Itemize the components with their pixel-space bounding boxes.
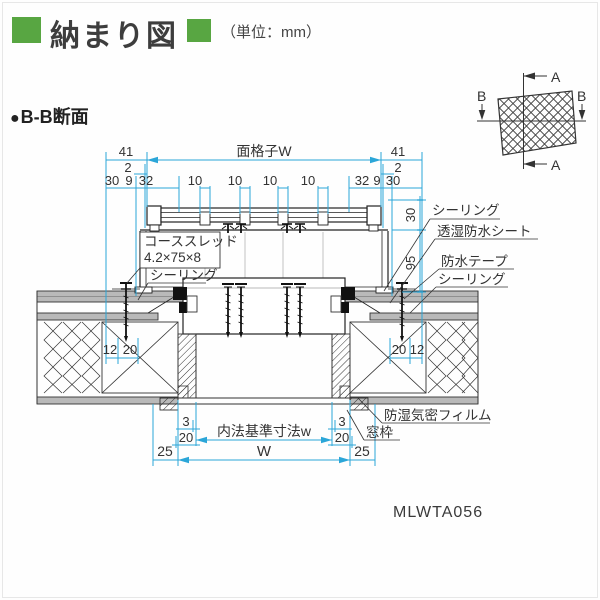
dim-12-right: 12 bbox=[410, 342, 424, 357]
dim-25-right: 25 bbox=[354, 443, 370, 459]
grille-bracket-tab bbox=[277, 211, 289, 226]
bullet-icon: ● bbox=[10, 110, 20, 127]
leader-line bbox=[357, 397, 383, 424]
dim-9: 9 bbox=[373, 173, 380, 188]
unit-note: （単位：mm） bbox=[221, 24, 321, 41]
label-window-frame: 窓枠 bbox=[366, 424, 393, 440]
leader-line bbox=[409, 286, 437, 314]
dim-w: W bbox=[257, 443, 272, 460]
dim-10: 10 bbox=[263, 173, 277, 188]
section-key-diagram: A A B B bbox=[477, 69, 586, 173]
dim-20b-left: 20 bbox=[179, 430, 193, 445]
dim-3-left: 3 bbox=[182, 414, 189, 429]
grille-rail bbox=[146, 205, 382, 232]
seal-block bbox=[173, 287, 187, 300]
dim-30: 30 bbox=[386, 173, 400, 188]
label-thread-size: 4.2×75×8 bbox=[144, 250, 201, 265]
head-bracket bbox=[330, 295, 342, 313]
label-sealing-left: シーリング bbox=[150, 268, 218, 283]
seal-block bbox=[179, 302, 187, 313]
label-waterproof-tape: 防水テープ bbox=[441, 254, 508, 269]
dim-30-vertical: 30 bbox=[403, 208, 418, 222]
dim-9: 9 bbox=[125, 173, 132, 188]
dim-32: 32 bbox=[355, 173, 369, 188]
arrow-down-icon bbox=[578, 110, 586, 120]
dim-12-left: 12 bbox=[103, 342, 117, 357]
section-a-label: A bbox=[551, 157, 561, 173]
dim-2-left: 2 bbox=[124, 160, 131, 175]
grille-lattice-icon bbox=[497, 90, 577, 156]
page-title: 納まり図 bbox=[50, 20, 178, 53]
annotation-right: シーリング 透湿防水シート 防水テープ シーリング bbox=[383, 203, 538, 314]
grille-bracket-tab bbox=[239, 211, 251, 226]
leader-line bbox=[389, 238, 436, 304]
grille-bracket-tab bbox=[317, 211, 329, 226]
leader-line bbox=[383, 218, 431, 292]
wall-section-left bbox=[36, 290, 184, 405]
leader-line bbox=[137, 282, 149, 301]
dim-25-left: 25 bbox=[157, 443, 173, 459]
green-square-icon bbox=[12, 17, 41, 43]
dim-grille-width: 面格子W bbox=[236, 143, 292, 159]
seal-block bbox=[341, 287, 355, 300]
dim-41-left: 41 bbox=[119, 144, 133, 159]
wall-section-right bbox=[344, 290, 479, 405]
dimension-arrows bbox=[147, 156, 381, 464]
insulation-right bbox=[427, 321, 479, 394]
dimension-lines bbox=[105, 152, 426, 466]
leader-line bbox=[346, 409, 365, 441]
section-b-label: B bbox=[577, 88, 586, 104]
section-title: ●B-B断面 bbox=[10, 103, 89, 129]
dim-10: 10 bbox=[228, 173, 242, 188]
grille-bracket-tab bbox=[199, 211, 211, 226]
label-coarse-thread: コーススレッド bbox=[144, 234, 238, 249]
leader-line bbox=[403, 268, 440, 300]
dim-inner-width: 内法基準寸法w bbox=[217, 423, 312, 439]
leader-line bbox=[126, 267, 141, 284]
window-head-box bbox=[173, 277, 355, 398]
head-bracket bbox=[186, 295, 198, 313]
section-title-text: B-B断面 bbox=[20, 107, 89, 127]
section-b-label: B bbox=[477, 88, 486, 104]
dim-10: 10 bbox=[301, 173, 315, 188]
annotation-left: コーススレッド 4.2×75×8 シーリング bbox=[126, 231, 238, 301]
dim-10: 10 bbox=[188, 173, 202, 188]
dim-2-right: 2 bbox=[394, 160, 401, 175]
dimension-texts: 41 面格子W 41 2 2 30 9 32 10 10 10 10 32 9 … bbox=[103, 143, 424, 460]
label-vapor-film: 防湿気密フィルム bbox=[384, 407, 491, 423]
drawing-code: MLWTA056 bbox=[393, 504, 484, 521]
dim-41-right: 41 bbox=[391, 144, 405, 159]
dim-20-left: 20 bbox=[123, 342, 137, 357]
dim-30: 30 bbox=[105, 173, 119, 188]
label-sealing-right: シーリング bbox=[438, 272, 506, 287]
dim-32: 32 bbox=[139, 173, 153, 188]
coarse-thread-screw-left bbox=[120, 282, 132, 342]
mounting-screws bbox=[222, 283, 306, 338]
dim-3-right: 3 bbox=[338, 414, 345, 429]
rail-bolts bbox=[221, 223, 307, 233]
seal-block bbox=[341, 302, 349, 313]
arrow-left-icon bbox=[523, 72, 535, 80]
dim-95-vertical: 95 bbox=[403, 256, 418, 270]
insulation-left bbox=[43, 321, 101, 394]
dim-20b-right: 20 bbox=[335, 430, 349, 445]
arrow-left-icon bbox=[523, 160, 535, 168]
arrow-down-icon bbox=[478, 110, 486, 120]
annotation-bottom-right: 防湿気密フィルム 窓枠 bbox=[346, 397, 491, 441]
label-breathable-sheet: 透湿防水シート bbox=[437, 224, 532, 239]
dim-20-right: 20 bbox=[392, 342, 406, 357]
label-sealing-top: シーリング bbox=[432, 203, 500, 218]
window-frame-members bbox=[159, 333, 369, 411]
section-a-label: A bbox=[551, 69, 561, 85]
green-square-icon bbox=[187, 19, 211, 42]
